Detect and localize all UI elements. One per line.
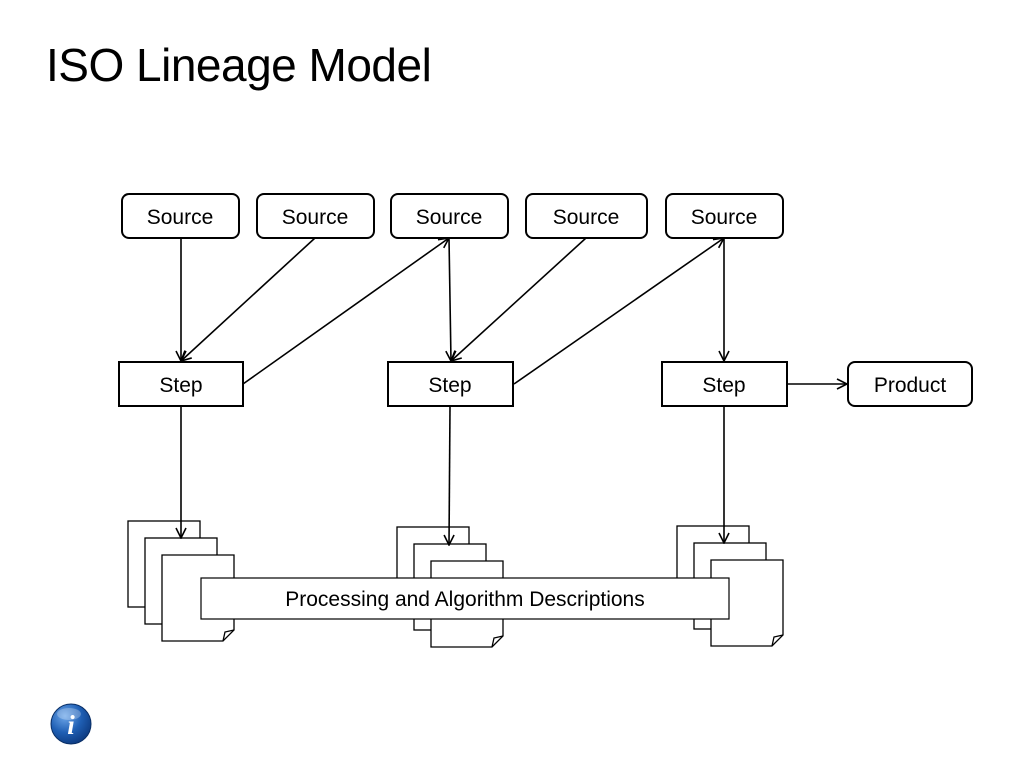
source-box-1: Source — [121, 193, 240, 239]
processing-band-label: Processing and Algorithm Descriptions — [285, 588, 645, 611]
step1-to-source3-arrow — [242, 238, 449, 385]
info-button[interactable]: i — [50, 703, 92, 745]
source-box-2: Source — [256, 193, 375, 239]
source-box-5: Source — [665, 193, 784, 239]
step2-to-docs-arrow — [449, 406, 450, 545]
source-box-4: Source — [525, 193, 648, 239]
step-label: Step — [428, 374, 471, 397]
step-box-1: Step — [118, 361, 244, 407]
step-box-2: Step — [387, 361, 514, 407]
source-label: Source — [416, 206, 483, 229]
source-label: Source — [553, 206, 620, 229]
source4-to-step2-arrow — [451, 237, 587, 361]
processing-band: Processing and Algorithm Descriptions — [200, 577, 730, 620]
source3-to-step2-arrow — [449, 237, 451, 361]
source2-to-step1-arrow — [181, 237, 316, 361]
step2-to-source5-arrow — [513, 238, 724, 385]
info-icon: i — [50, 703, 92, 745]
slide-title: ISO Lineage Model — [46, 39, 432, 91]
step-label: Step — [159, 374, 202, 397]
product-label: Product — [874, 374, 947, 397]
product-box: Product — [847, 361, 973, 407]
source-label: Source — [282, 206, 349, 229]
step-label: Step — [702, 374, 745, 397]
info-glyph: i — [67, 710, 75, 740]
source-label: Source — [147, 206, 214, 229]
step-box-3: Step — [661, 361, 788, 407]
source-label: Source — [691, 206, 758, 229]
source-box-3: Source — [390, 193, 509, 239]
